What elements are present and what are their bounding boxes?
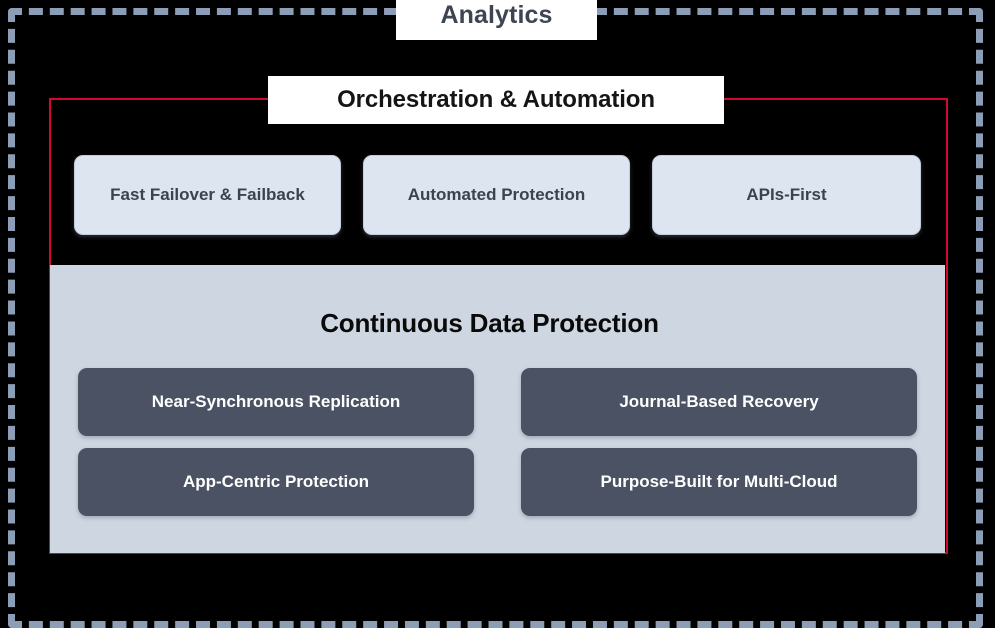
continuous-data-protection-title: Continuous Data Protection — [320, 308, 659, 338]
cdp-item-purpose-built-multi-cloud[interactable]: Purpose-Built for Multi-Cloud — [521, 448, 917, 516]
analytics-layer-label-text: Analytics — [440, 0, 553, 29]
orchestration-item-automated-protection-label: Automated Protection — [407, 185, 586, 204]
cdp-item-app-centric-protection-label: App-Centric Protection — [182, 472, 370, 491]
orchestration-item-fast-failover-label: Fast Failover & Failback — [110, 185, 305, 204]
orchestration-item-automated-protection[interactable]: Automated Protection — [363, 155, 630, 235]
orchestration-layer-label-text: Orchestration & Automation — [337, 86, 655, 113]
cdp-item-near-synchronous-replication-label: Near-Synchronous Replication — [151, 392, 401, 411]
continuous-data-protection-items-grid: Near-Synchronous Replication Journal-Bas… — [78, 368, 917, 516]
cdp-item-purpose-built-multi-cloud-label: Purpose-Built for Multi-Cloud — [600, 472, 838, 491]
cdp-item-journal-based-recovery[interactable]: Journal-Based Recovery — [521, 368, 917, 436]
orchestration-item-apis-first-label: APIs-First — [746, 185, 827, 204]
cdp-item-near-synchronous-replication[interactable]: Near-Synchronous Replication — [78, 368, 474, 436]
orchestration-layer-label: Orchestration & Automation — [268, 76, 724, 124]
orchestration-item-apis-first[interactable]: APIs-First — [652, 155, 921, 235]
cdp-item-app-centric-protection[interactable]: App-Centric Protection — [78, 448, 474, 516]
cdp-item-journal-based-recovery-label: Journal-Based Recovery — [619, 392, 819, 411]
architecture-diagram: Analytics Orchestration & Automation Fas… — [8, 0, 983, 628]
analytics-layer-label: Analytics — [396, 0, 597, 40]
orchestration-item-fast-failover[interactable]: Fast Failover & Failback — [74, 155, 341, 235]
continuous-data-protection-panel: Continuous Data Protection Near-Synchron… — [50, 265, 945, 553]
orchestration-items-row: Fast Failover & Failback Automated Prote… — [74, 155, 921, 235]
